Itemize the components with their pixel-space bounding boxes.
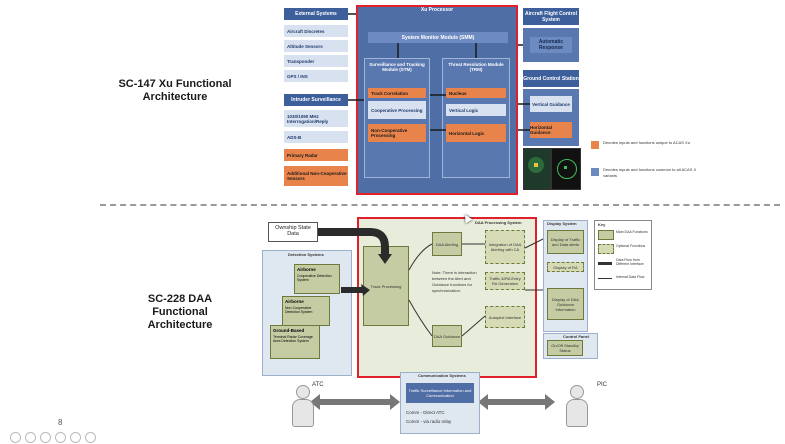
legend-common-swatch [591, 168, 599, 176]
integration-daa-alerting: Integration of DAA Alerting with CA [485, 230, 525, 264]
trm-label: Threat Resolution Module (TRM) [448, 62, 504, 72]
map-display-image [523, 148, 551, 190]
daa-title-line3: Architecture [147, 319, 213, 331]
daa-alerting: DAA Alerting [432, 232, 462, 256]
trm-horizontal-logic: Horizontal Logic [446, 124, 506, 142]
zoom-icon[interactable] [70, 432, 81, 443]
input-primary-radar: Primary Radar [284, 149, 348, 161]
key-internal-swatch [598, 278, 612, 279]
detection-systems-label: Detection Systems [288, 252, 324, 257]
xu-title-line1: SC-147 Xu Functional [118, 78, 232, 90]
pic-label: PIC [597, 382, 608, 388]
intruder-adsb: ADS-B [284, 131, 348, 143]
communication-systems-panel [400, 372, 480, 434]
section-divider [100, 204, 780, 206]
slide-controls [10, 432, 126, 443]
horizontal-guidance: Horizontal Guidance [530, 122, 572, 138]
xu-flow-arrows [348, 13, 530, 131]
legend-common-text: Denotes inputs and functions common to a… [603, 167, 697, 178]
ground-based-label: Ground-Based [273, 328, 305, 333]
daa-processing-label: DAA Processing System [475, 220, 522, 225]
daa-guidance: DAA Guidance [432, 325, 462, 347]
ra-generation: Traffic &/RA Entry RA Generation [485, 272, 525, 290]
airborne-noncoop-label: Airborne [285, 299, 304, 304]
key-label: Key [598, 222, 606, 227]
daa-title-line2: Functional [152, 306, 208, 318]
display-of-ra: Display of RA [547, 262, 584, 272]
slides-grid-icon[interactable] [55, 432, 66, 443]
xu-title-line2: Architecture [142, 91, 208, 103]
trm-nucleus: Nucleus [446, 88, 506, 98]
next-slide-icon[interactable] [25, 432, 36, 443]
key-internal-text: Internal Data Flow [616, 275, 645, 279]
daa-flow-arrows [310, 228, 555, 410]
prev-slide-icon[interactable] [10, 432, 21, 443]
key-main-text: Main DAA Functions [616, 230, 648, 234]
ground-based-sub: Terminal Radar Coverage Area Detection S… [273, 335, 313, 343]
airborne-noncoop-box: Airborne Non-Cooperative Detection Syste… [282, 296, 330, 326]
atc-label: ATC [312, 382, 324, 388]
intruder-1030-1090: 1030/1090 MHz Interrogation/Reply [284, 110, 348, 127]
intruder-surveillance-header: Intruder Surveillance [284, 94, 348, 106]
autopilot-interface: Autopilot Interface [485, 306, 525, 328]
pic-person-icon [565, 385, 588, 427]
xu-processor-label: Xu Processor [420, 7, 454, 13]
display-traffic: Display of Traffic and Data alerts [547, 230, 584, 254]
legend-unique-text: Denotes inputs and functions unique to A… [603, 140, 690, 145]
input-gps-ins: GPS / INS [284, 70, 348, 82]
airborne-noncoop-sub: Non-Cooperative Detection System [285, 306, 313, 314]
atc-person-icon [291, 385, 314, 427]
display-system-label: Display System [547, 221, 577, 226]
control-status: On/Off Standby Status [547, 340, 583, 356]
key-main-swatch [598, 230, 614, 240]
cooperative-processing: Cooperative Processing [368, 101, 426, 119]
comm-direct-atc: Comm - Direct ATC [406, 410, 445, 415]
track-correlation: Track Correlation [368, 88, 426, 98]
control-panel-label: Control Panel [563, 334, 590, 339]
ground-control-header: Ground Control Station [523, 70, 579, 87]
airborne-coop-label: Airborne [297, 267, 316, 272]
page-number: 8 [58, 418, 63, 427]
input-transponder: Transponder [284, 55, 348, 67]
non-cooperative-processing: Non-Cooperative Processing [368, 124, 426, 142]
radar-display-image [551, 148, 581, 190]
external-systems-header: External Systems [284, 8, 348, 20]
display-guidance: Display of DAA Guidance Information [547, 288, 584, 320]
input-altitude-sensors: Altitude Sensors [284, 40, 348, 52]
input-non-coop-sensors: Additional Non-Cooperative Sensors [284, 166, 348, 186]
daa-note: Note: There is interaction between the A… [432, 270, 477, 293]
aircraft-flight-control-header: Aircraft Flight Control System [523, 8, 579, 25]
airborne-coop-sub: Cooperative Detection System [297, 274, 332, 282]
smm-box: System Monitor Module (SMM) [368, 32, 508, 43]
key-dataflow-text: Data Flow from Different Interface [616, 258, 644, 266]
legend-unique-swatch [591, 141, 599, 149]
daa-title-line1: SC-228 DAA [147, 293, 213, 305]
more-options-icon[interactable] [85, 432, 96, 443]
key-optional-text: Optional Functions [616, 244, 646, 248]
automatic-response: Automatic Response [530, 37, 572, 53]
stm-label: Surveillance and Tracking Module (STM) [369, 62, 425, 72]
ground-based-box: Ground-Based Terminal Radar Coverage Are… [270, 325, 320, 359]
comm-radio-relay: Comm - via radio relay [406, 419, 452, 424]
input-aircraft-discretes: Aircraft Discretes [284, 25, 348, 37]
comm-traffic-info: Traffic Surveillance Information and Com… [406, 383, 474, 403]
pen-icon[interactable] [40, 432, 51, 443]
key-dataflow-swatch [598, 262, 612, 265]
trm-vertical-logic: Vertical Logic [446, 104, 506, 116]
vertical-guidance: Vertical Guidance [530, 96, 572, 112]
ownship-state-data: Ownship State Data [268, 222, 318, 242]
trm-box [442, 58, 510, 178]
comm-systems-label: Communication Systems [418, 373, 466, 378]
key-optional-swatch [598, 244, 614, 254]
airborne-coop-box: Airborne Cooperative Detection System [294, 264, 340, 294]
